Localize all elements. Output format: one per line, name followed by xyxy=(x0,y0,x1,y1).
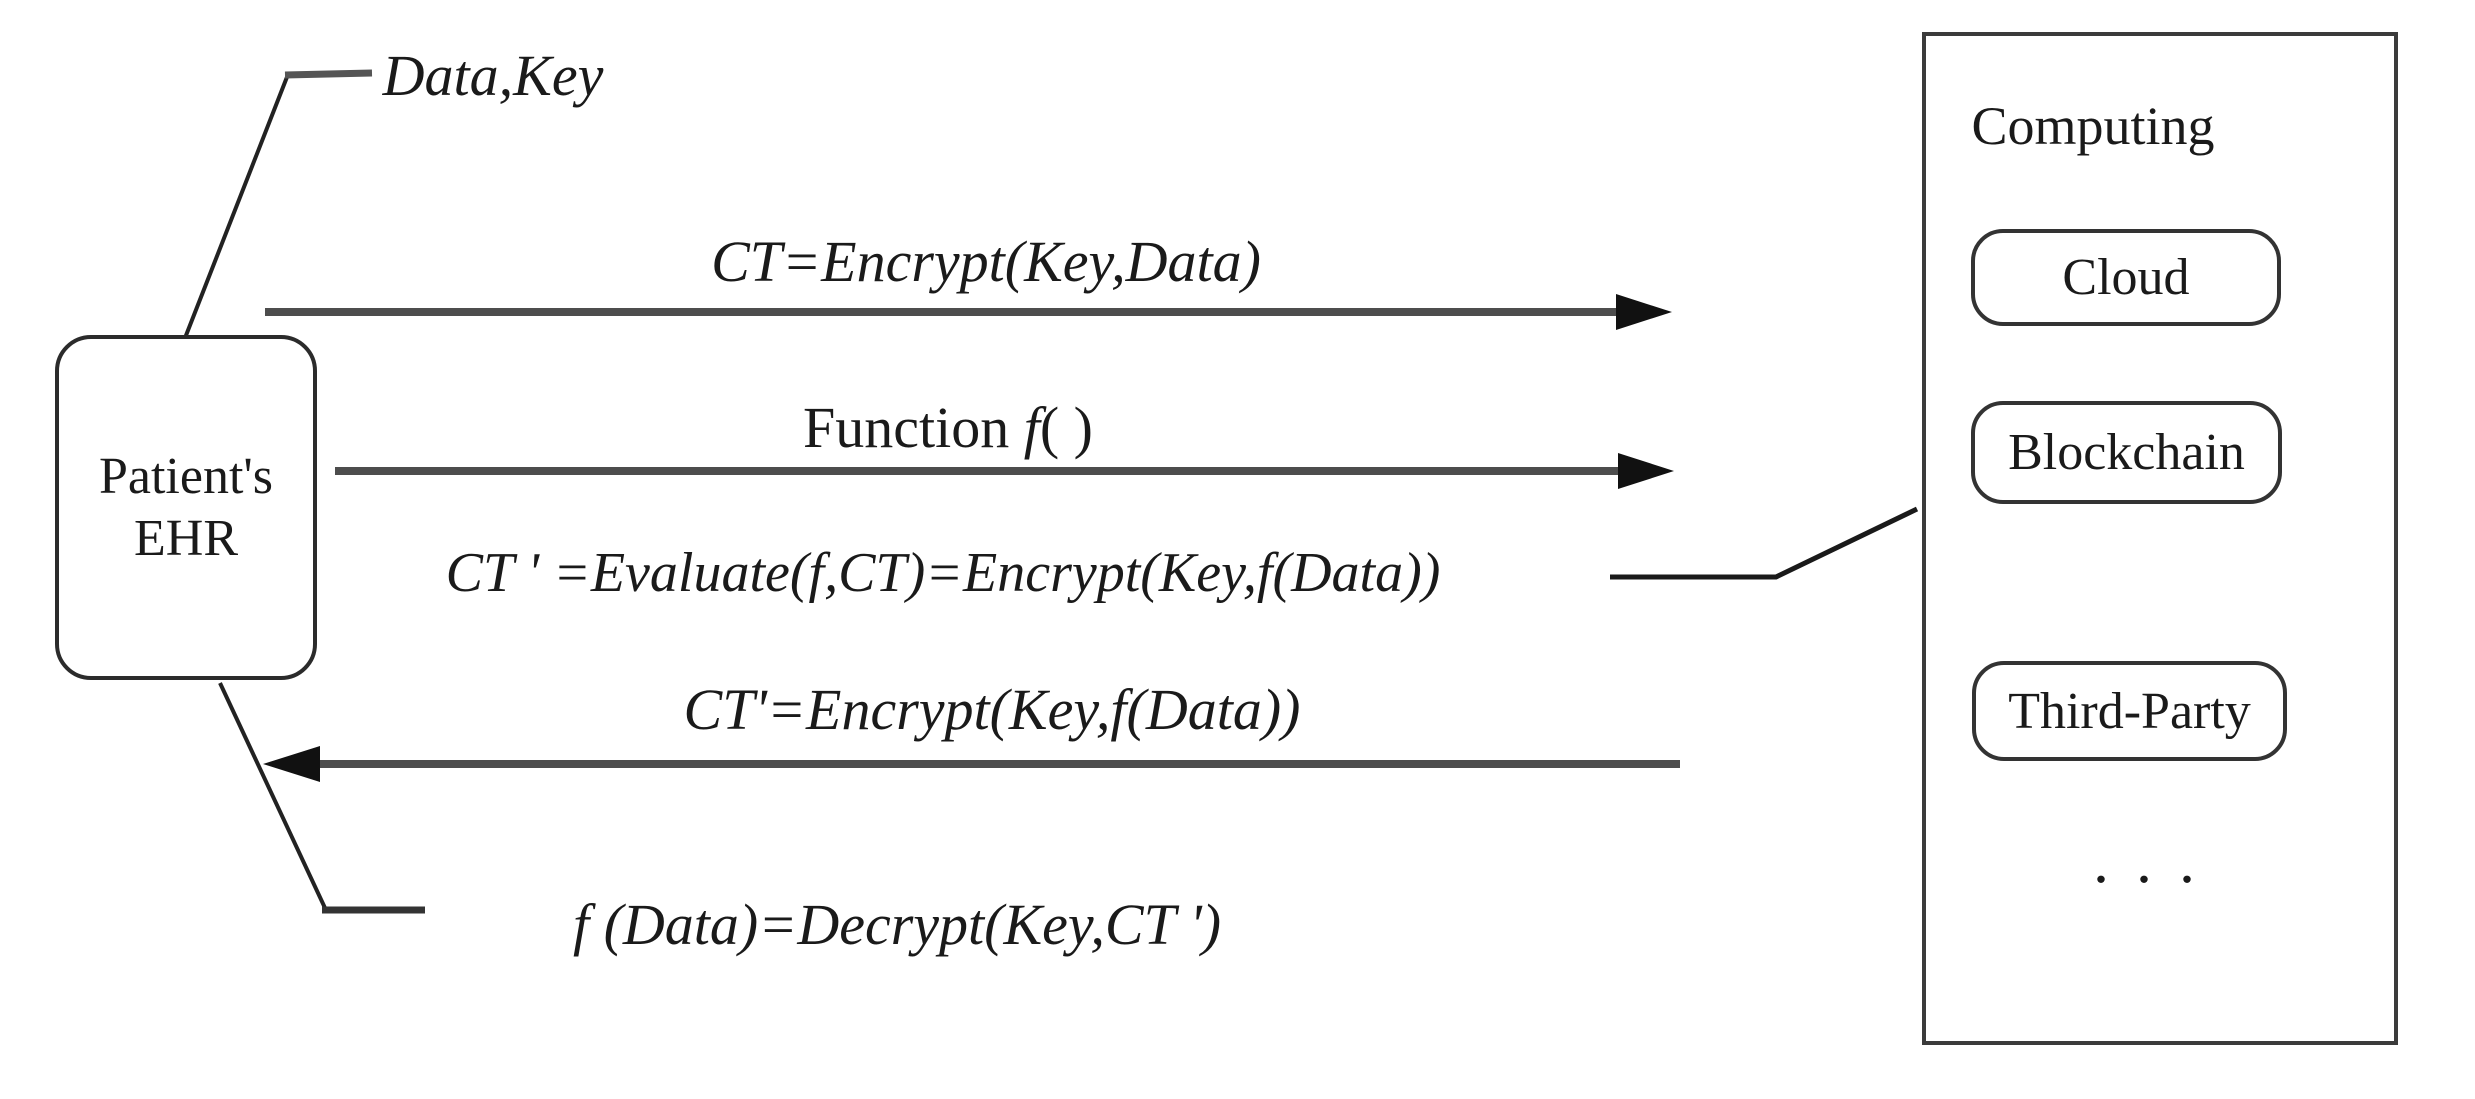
patient-ehr-label: Patient's EHR xyxy=(99,446,273,570)
computing-node-blockchain-label: Blockchain xyxy=(2008,424,2245,481)
computing-node-cloud: Cloud xyxy=(1971,229,2281,326)
message-function-prefix: Function xyxy=(803,395,1024,460)
message-encrypt-request: CT=Encrypt(Key,Data) xyxy=(711,229,1261,294)
computing-node-cloud-label: Cloud xyxy=(2062,249,2190,306)
arrow-return-head-icon xyxy=(263,746,320,782)
message-data-key: Data,Key xyxy=(382,43,604,108)
message-function-suffix: ( ) xyxy=(1039,395,1093,460)
connector-evaluate-to-panel xyxy=(1610,506,1919,580)
message-function: Function f( ) xyxy=(803,399,1093,457)
message-evaluate: CT ' =Evaluate(f,CT)=Encrypt(Key,f(Data)… xyxy=(445,542,1441,604)
connector-data-key-diagonal xyxy=(183,76,289,339)
connector-decrypt-diagonal xyxy=(218,682,327,909)
computing-panel-ellipsis: . . . xyxy=(2095,841,2203,893)
computing-panel-title: Computing xyxy=(1971,96,2215,156)
computing-node-blockchain: Blockchain xyxy=(1971,401,2282,504)
patient-ehr-label-line2: EHR xyxy=(134,509,238,567)
arrow-encrypt-head-icon xyxy=(1616,294,1672,330)
computing-node-third-party-label: Third-Party xyxy=(2008,682,2251,740)
message-result-return: CT'=Encrypt(Key,f(Data)) xyxy=(683,677,1301,742)
patient-ehr-label-line1: Patient's xyxy=(98,447,274,505)
arrow-function-head-icon xyxy=(1618,453,1674,489)
computing-panel: Computing Cloud Blockchain Third-Party .… xyxy=(1922,32,2398,1045)
message-function-f: f xyxy=(1023,395,1040,460)
patient-ehr-node: Patient's EHR xyxy=(55,335,317,680)
computing-node-third-party: Third-Party xyxy=(1972,661,2287,761)
message-decrypt: f (Data)=Decrypt(Key,CT ') xyxy=(572,892,1222,957)
connector-data-key-tick xyxy=(284,69,373,79)
